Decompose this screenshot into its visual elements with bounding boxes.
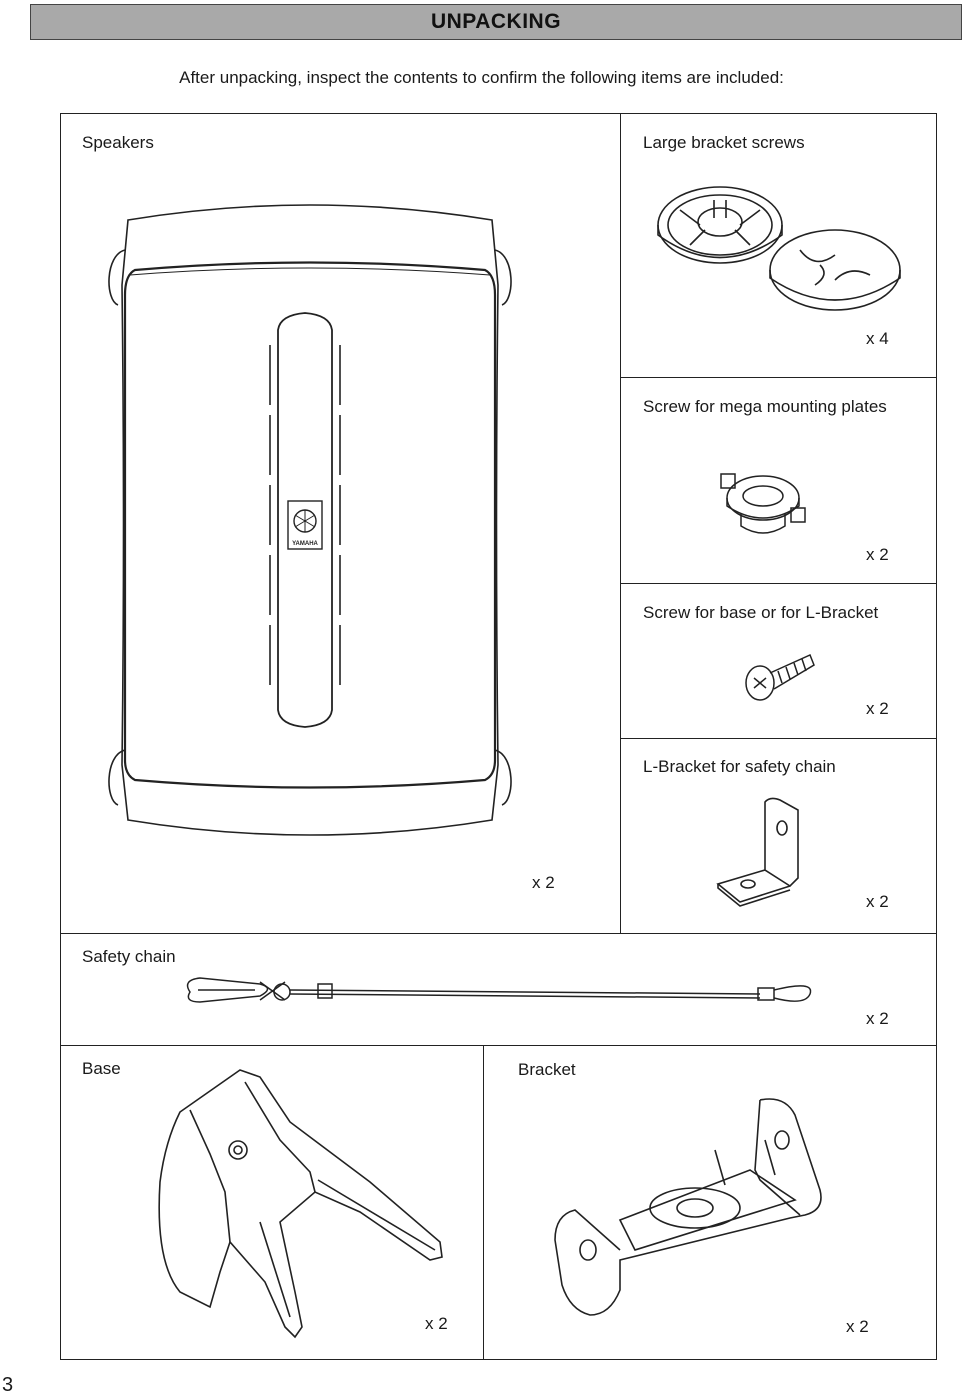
page-number: 3 [2,1374,14,1396]
mega-screw-illustration [720,473,806,534]
speakers-label: Speakers [82,133,154,152]
large-bracket-screws-illustration [657,186,901,311]
base-screw-illustration [745,653,815,701]
base-screw-qty: x 2 [866,699,889,718]
base-illustration [158,1069,443,1339]
intro-text: After unpacking, inspect the contents to… [179,68,784,87]
base-screw-label: Screw for base or for L-Bracket [643,603,879,622]
mega-screw-label: Screw for mega mounting plates [643,397,887,416]
section-header: UNPACKING [30,4,962,40]
logo-text: YAMAHA [292,541,318,547]
bracket-illustration [554,1098,822,1316]
bracket-cell [483,1045,937,1360]
large-bracket-screws-qty: x 4 [866,329,889,348]
large-bracket-screws-label: Large bracket screws [643,133,805,152]
mega-screw-qty: x 2 [866,545,889,564]
speakers-qty: x 2 [532,873,555,892]
speaker-illustration: YAMAHA [108,204,512,836]
bracket-label: Bracket [518,1060,576,1079]
section-title: UNPACKING [430,10,562,33]
l-bracket-label: L-Bracket for safety chain [643,757,836,776]
safety-chain-label: Safety chain [82,947,176,966]
l-bracket-illustration [716,797,799,907]
l-bracket-qty: x 2 [866,892,889,911]
safety-chain-illustration [186,977,812,1003]
bracket-qty: x 2 [846,1317,869,1336]
base-qty: x 2 [425,1314,448,1333]
safety-chain-qty: x 2 [866,1009,889,1028]
base-label: Base [82,1059,121,1078]
